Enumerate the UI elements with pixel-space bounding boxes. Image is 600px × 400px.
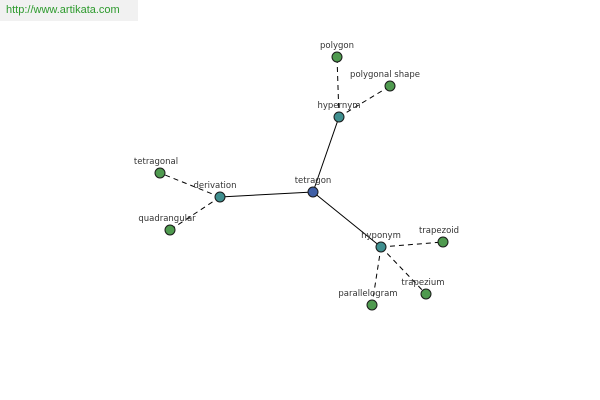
- edge-tetragon-hypernym: [312, 116, 340, 193]
- edge-tetragon-hyponym: [312, 191, 382, 248]
- node-label-polygon: polygon: [320, 41, 354, 51]
- node-label-polygonal-shape: polygonal shape: [350, 70, 420, 80]
- node-polygonal-shape[interactable]: [384, 80, 396, 92]
- node-label-trapezium: trapezium: [401, 278, 444, 288]
- labels-layer: tetragon hypernym derivation hyponym polygon…: [134, 41, 459, 299]
- node-label-hypernym: hypernym: [317, 101, 360, 111]
- node-label-quadrangular: quadrangular: [138, 214, 196, 224]
- node-trapezoid[interactable]: [437, 236, 449, 248]
- edge-hypernym-polygon: [336, 56, 340, 118]
- node-trapezium[interactable]: [420, 288, 432, 300]
- node-label-hyponym: hyponym: [361, 231, 401, 241]
- node-derivation[interactable]: [214, 191, 226, 203]
- node-label-derivation: derivation: [193, 181, 236, 191]
- node-hypernym[interactable]: [333, 111, 345, 123]
- node-label-parallelogram: parallelogram: [338, 289, 397, 299]
- node-label-tetragonal: tetragonal: [134, 157, 178, 167]
- edge-hyponym-trapezium: [380, 246, 427, 295]
- node-hyponym[interactable]: [375, 241, 387, 253]
- node-polygon[interactable]: [331, 51, 343, 63]
- edge-derivation-quadrangular: [169, 196, 221, 231]
- edge-tetragon-derivation: [219, 191, 314, 198]
- node-tetragon[interactable]: [307, 186, 319, 198]
- node-label-tetragon: tetragon: [295, 176, 332, 186]
- node-tetragonal[interactable]: [154, 167, 166, 179]
- node-quadrangular[interactable]: [164, 224, 176, 236]
- edge-hyponym-trapezoid: [380, 241, 444, 248]
- edge-hypernym-polygonal-shape: [338, 85, 391, 118]
- source-url-link[interactable]: http://www.artikata.com: [0, 0, 138, 21]
- edge-hyponym-parallelogram: [371, 246, 382, 306]
- node-parallelogram[interactable]: [366, 299, 378, 311]
- nodes-layer: [154, 51, 449, 311]
- node-label-trapezoid: trapezoid: [419, 226, 459, 236]
- edges-layer: [159, 56, 444, 306]
- edge-derivation-tetragonal: [159, 172, 221, 198]
